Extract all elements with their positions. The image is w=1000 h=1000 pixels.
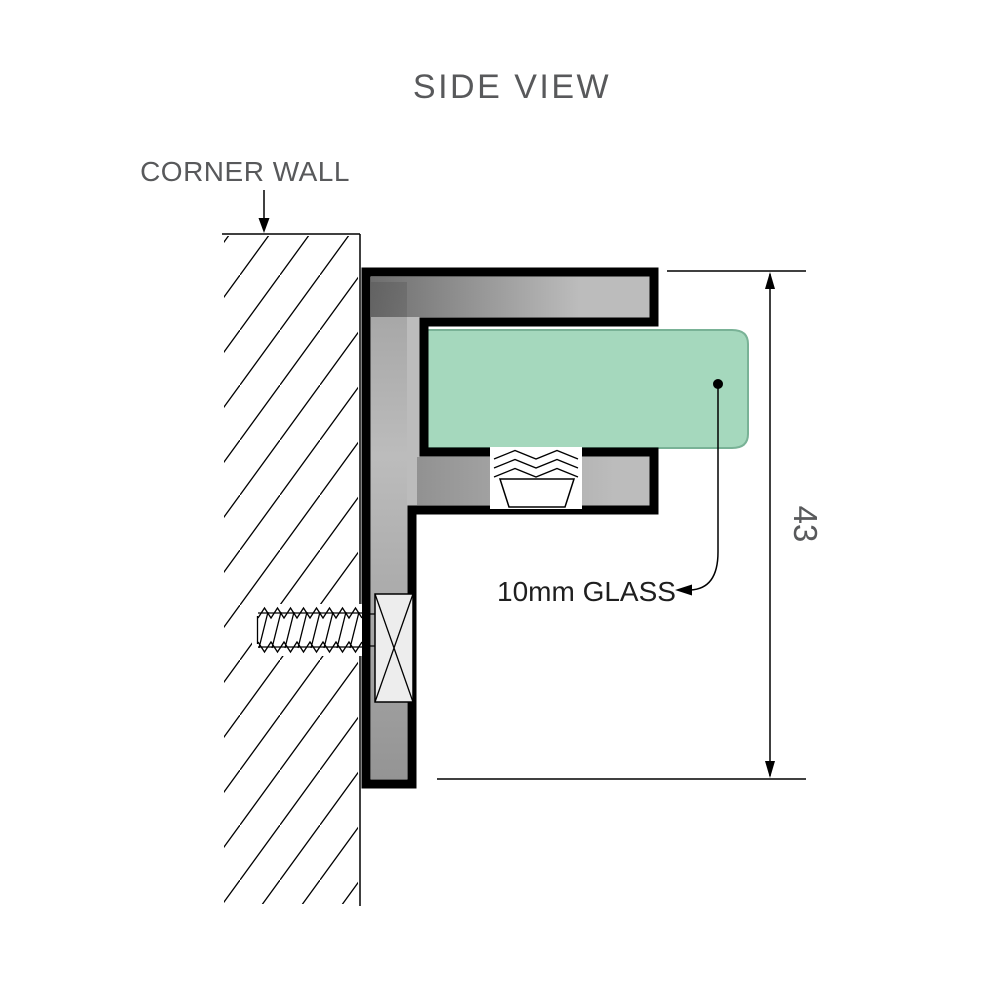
leader-arrowhead xyxy=(675,584,692,596)
glass-callout: 10mm GLASS xyxy=(497,379,723,607)
gasket-body xyxy=(498,478,576,508)
screw-core-lines xyxy=(258,612,362,648)
diagram-title: SIDE VIEW xyxy=(413,68,611,106)
height-dimension: 43 xyxy=(437,270,824,780)
screw-thread-bottom xyxy=(257,640,363,654)
screw-neck-lines xyxy=(362,613,376,647)
leader-line xyxy=(689,384,719,591)
glass-label: 10mm GLASS xyxy=(497,576,676,607)
corner-wall xyxy=(222,233,361,906)
corner-wall-arrowhead xyxy=(258,218,270,233)
corner-wall-callout: CORNER WALL xyxy=(140,156,350,233)
gasket-ripple-1 xyxy=(493,449,579,460)
glass-panel xyxy=(423,329,749,449)
dimension-arrow-top xyxy=(765,272,775,289)
bracket-shading-leg xyxy=(371,282,407,779)
mounting-screw xyxy=(252,593,414,703)
dimension-value: 43 xyxy=(787,506,824,543)
wall-hatch xyxy=(224,236,358,904)
corner-wall-label: CORNER WALL xyxy=(140,156,350,187)
screw-head-cross xyxy=(374,593,414,703)
gasket-ripple-3 xyxy=(493,467,579,478)
dimension-arrow-bottom xyxy=(765,761,775,778)
bracket-shading-top-arm xyxy=(371,277,649,317)
gasket-ripple-2 xyxy=(493,458,579,469)
glass-gasket xyxy=(490,447,582,509)
screw-thread-flanks xyxy=(258,611,360,649)
screw-thread-top xyxy=(257,606,363,620)
